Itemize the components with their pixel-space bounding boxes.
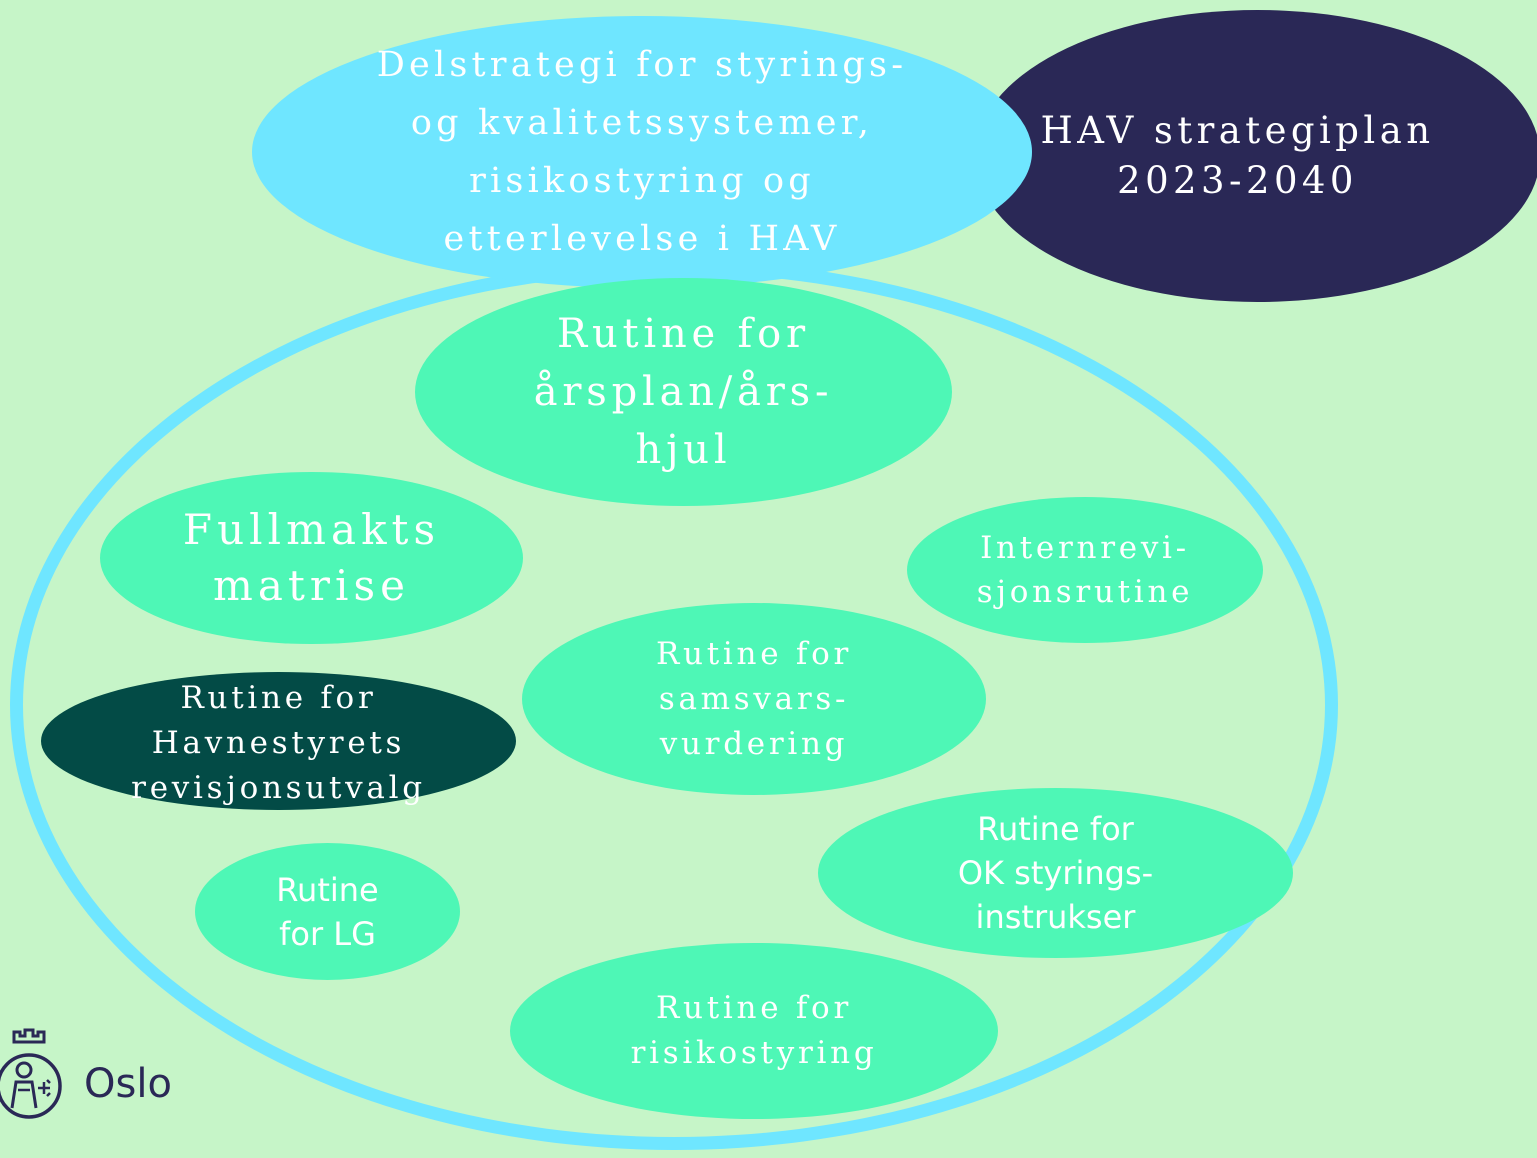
routine-fullmakt-ellipse: Fullmakts matrise: [100, 472, 523, 644]
routine-havnestyret-label: Rutine for Havnestyrets revisjonsutvalg: [131, 679, 426, 806]
sub-strategy-label: Delstrategi for styrings- og kvalitetssy…: [376, 45, 908, 259]
routine-lg-label: Rutine for LG: [276, 870, 379, 953]
oslo-wordmark: Oslo: [84, 1061, 172, 1107]
oslo-logo: Oslo: [0, 1028, 194, 1132]
routine-arsplan-label: Rutine for årsplan/års- hjul: [533, 311, 834, 473]
routine-samsvar-label: Rutine for samsvars- vurdering: [656, 635, 852, 762]
strategy-plan-ellipse: HAV strategiplan 2023-2040: [975, 10, 1537, 302]
sub-strategy-ellipse: Delstrategi for styrings- og kvalitetssy…: [252, 16, 1032, 288]
routine-risikostyring-ellipse: Rutine for risikostyring: [510, 943, 998, 1119]
routine-internrevisjon-label: Internrevi- sjonsrutine: [976, 530, 1194, 610]
routine-ok-styring-label: Rutine for OK styrings- instrukser: [957, 810, 1154, 936]
routine-fullmakt-label: Fullmakts matrise: [182, 505, 441, 610]
strategy-plan-label: HAV strategiplan 2023-2040: [1040, 109, 1435, 202]
routine-arsplan-ellipse: Rutine for årsplan/års- hjul: [415, 278, 952, 506]
routine-lg-ellipse: Rutine for LG: [195, 843, 460, 980]
routine-risikostyring-label: Rutine for risikostyring: [630, 990, 878, 1071]
routine-ok-styring-ellipse: Rutine for OK styrings- instrukser: [818, 788, 1293, 958]
routine-internrevisjon-ellipse: Internrevi- sjonsrutine: [907, 497, 1263, 643]
routine-havnestyret-ellipse: Rutine for Havnestyrets revisjonsutvalg: [41, 672, 516, 810]
routine-samsvar-ellipse: Rutine for samsvars- vurdering: [522, 603, 986, 795]
oslo-emblem-icon: [0, 1028, 62, 1119]
